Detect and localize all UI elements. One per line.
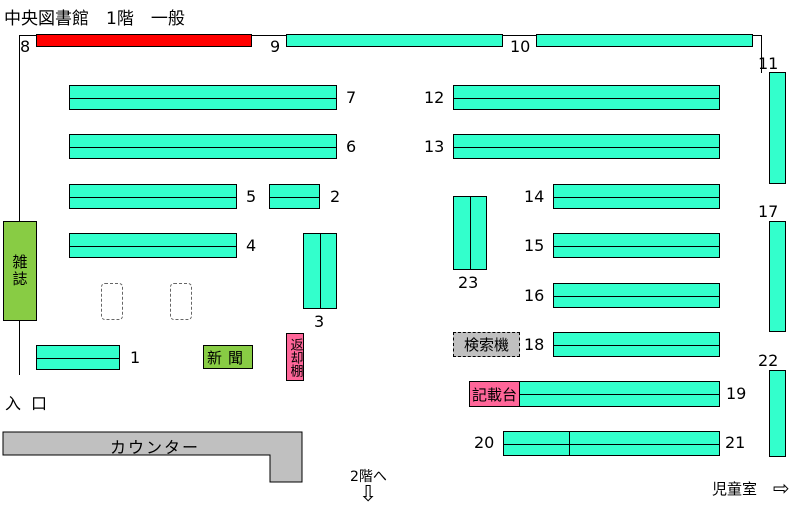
- children-room-label: 児童室: [712, 480, 758, 498]
- shelf-2[interactable]: [269, 184, 320, 209]
- shelf-11[interactable]: [769, 72, 786, 184]
- shelf-15[interactable]: [553, 233, 720, 258]
- shelf-number-13: 13: [424, 137, 445, 156]
- counter-label: カウンター: [109, 438, 200, 457]
- shelf-number-12: 12: [424, 88, 445, 107]
- shelf-number-15: 15: [524, 236, 545, 255]
- shelf-number-3: 3: [314, 312, 325, 331]
- table: [170, 283, 192, 320]
- wall-right-top: [761, 35, 762, 73]
- shelf-19[interactable]: [519, 381, 720, 407]
- wall-left: [19, 35, 20, 375]
- right-arrow-icon[interactable]: ⇨: [773, 476, 790, 500]
- shelf-10[interactable]: [536, 34, 753, 47]
- down-arrow-icon[interactable]: ⇩: [359, 482, 378, 507]
- shelf-12[interactable]: [453, 85, 720, 110]
- shelf-1[interactable]: [36, 345, 120, 370]
- shelf-13[interactable]: [453, 134, 720, 159]
- table: [101, 283, 123, 320]
- shelf-number-6: 6: [346, 137, 357, 156]
- shelf-number-23: 23: [458, 273, 479, 292]
- shelf-21[interactable]: [569, 431, 720, 456]
- shelf-number-7: 7: [346, 88, 357, 107]
- shelf-number-20: 20: [474, 433, 495, 452]
- shelf-23[interactable]: [453, 196, 487, 270]
- shelf-6[interactable]: [69, 134, 337, 159]
- entrance-label: 入口: [5, 394, 58, 413]
- shelf-number-4: 4: [246, 236, 257, 255]
- shelf-16[interactable]: [553, 283, 720, 308]
- shelf-17[interactable]: [769, 221, 786, 332]
- search-terminal[interactable]: 検索機: [453, 332, 520, 357]
- shelf-4[interactable]: [69, 233, 237, 258]
- newspaper-rack[interactable]: 新聞: [203, 345, 253, 369]
- shelf-number-14: 14: [524, 187, 545, 206]
- shelf-number-9: 9: [270, 37, 281, 56]
- shelf-number-18: 18: [524, 335, 545, 354]
- shelf-5[interactable]: [69, 184, 237, 209]
- shelf-9[interactable]: [286, 34, 503, 47]
- return-shelf[interactable]: 返却棚: [286, 333, 304, 381]
- shelf-14[interactable]: [553, 184, 720, 209]
- shelf-number-22: 22: [758, 351, 779, 370]
- shelf-18[interactable]: [553, 332, 720, 357]
- map-title: 中央図書館 1階 一般: [4, 9, 185, 29]
- second-floor-label: 2階へ: [350, 469, 387, 485]
- shelf-number-10: 10: [510, 37, 531, 56]
- shelf-7[interactable]: [69, 85, 337, 110]
- shelf-3[interactable]: [303, 233, 337, 309]
- shelf-number-8: 8: [20, 37, 31, 56]
- shelf-20[interactable]: [503, 431, 570, 456]
- shelf-number-17: 17: [758, 202, 779, 221]
- shelf-8[interactable]: [36, 34, 252, 47]
- shelf-number-16: 16: [524, 286, 545, 305]
- magazine-rack[interactable]: 雑誌: [3, 221, 37, 321]
- shelf-number-5: 5: [246, 187, 257, 206]
- shelf-number-2: 2: [330, 187, 341, 206]
- shelf-number-1: 1: [130, 348, 141, 367]
- shelf-number-21: 21: [725, 433, 746, 452]
- shelf-22[interactable]: [769, 370, 786, 457]
- writing-desk[interactable]: 記載台: [469, 381, 520, 407]
- shelf-number-11: 11: [758, 54, 779, 73]
- shelf-number-19: 19: [726, 384, 747, 403]
